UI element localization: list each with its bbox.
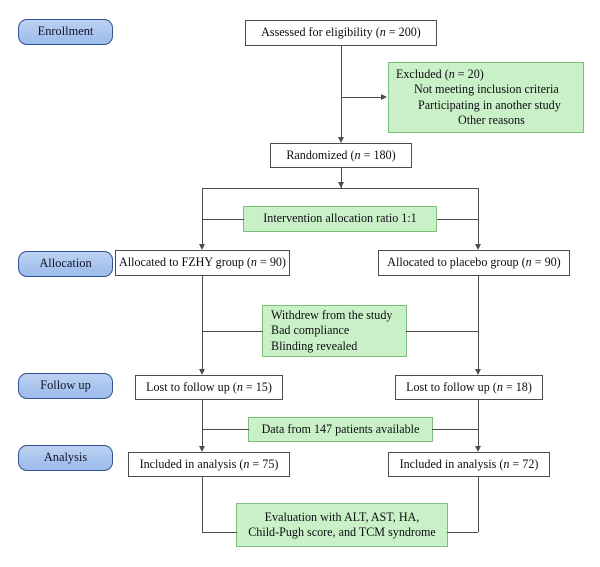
connector-ratio-stub-left <box>202 218 244 220</box>
allocated-fzhy-text: Allocated to FZHY group (n = 90) <box>119 255 286 270</box>
arrowhead-fzhy-to-lost <box>198 369 205 375</box>
connector-split-to-placebo <box>477 188 479 244</box>
connector-lost-to-analysis-placebo <box>477 400 479 446</box>
allocated-placebo-text: Allocated to placebo group (n = 90) <box>387 255 561 270</box>
italic-n: n <box>496 379 503 394</box>
italic-n: n <box>503 456 510 471</box>
node-randomized: Randomized (n = 180) <box>270 143 412 168</box>
node-data-available: Data from 147 patients available <box>248 417 433 442</box>
randomized-text: Randomized (n = 180) <box>286 147 396 162</box>
stage-label-follow-up: Follow up <box>18 373 113 399</box>
stage-label-allocation: Allocation <box>18 251 113 277</box>
data-available-text: Data from 147 patients available <box>261 421 420 436</box>
node-allocated-fzhy: Allocated to FZHY group (n = 90) <box>115 250 290 276</box>
connector-data-available-stub-right <box>432 428 478 430</box>
node-withdrawal-reasons: Withdrew from the study Bad compliance B… <box>262 305 407 357</box>
excluded-count: Excluded (n = 20) <box>396 66 484 81</box>
connector-allocation-split-bar <box>202 187 479 189</box>
stage-label-text: Allocation <box>39 256 92 271</box>
arrowhead-placebo-to-lost <box>474 369 481 375</box>
arrowhead-lost-to-analysis-fzhy <box>198 446 205 452</box>
arrowhead-to-placebo <box>474 244 481 250</box>
lost-left-text: Lost to follow up (n = 15) <box>146 379 272 394</box>
lost-right-text: Lost to follow up (n = 18) <box>406 379 532 394</box>
italic-n: n <box>354 147 361 162</box>
connector-analysis-placebo-to-evaluation <box>447 531 478 533</box>
connector-placebo-to-lost <box>477 276 479 369</box>
italic-n: n <box>379 25 386 40</box>
stage-label-analysis: Analysis <box>18 445 113 471</box>
arrowhead-to-excluded <box>381 93 387 100</box>
italic-n: n <box>243 456 250 471</box>
italic-n: n <box>236 379 243 394</box>
excluded-reason-1: Not meeting inclusion criteria <box>414 82 559 97</box>
stage-label-enrollment: Enrollment <box>18 19 113 45</box>
arrowhead-to-randomized <box>337 137 344 143</box>
connector-analysis-placebo-down <box>477 477 479 532</box>
connector-data-available-stub-left <box>202 428 249 430</box>
connector-split-to-fzhy <box>201 188 203 244</box>
evaluation-line-1: Evaluation with ALT, AST, HA, <box>264 509 420 524</box>
node-lost-to-follow-up-placebo: Lost to follow up (n = 18) <box>395 375 543 400</box>
stage-label-text: Follow up <box>40 378 91 393</box>
withdrawal-reason-3: Blinding revealed <box>271 338 358 353</box>
assessed-text: Assessed for eligibility (n = 200) <box>261 25 421 40</box>
arrowhead-lost-to-analysis-placebo <box>474 446 481 452</box>
node-included-in-analysis-fzhy: Included in analysis (n = 75) <box>128 452 290 477</box>
arrowhead-randomized-down <box>337 182 344 188</box>
arrowhead-to-fzhy <box>198 244 205 250</box>
connector-analysis-fzhy-to-evaluation <box>202 531 237 533</box>
node-lost-to-follow-up-fzhy: Lost to follow up (n = 15) <box>135 375 283 400</box>
connector-withdrawal-stub-left <box>202 330 263 332</box>
node-allocated-placebo: Allocated to placebo group (n = 90) <box>378 250 570 276</box>
stage-label-text: Enrollment <box>37 24 94 39</box>
excluded-reason-2: Participating in another study <box>418 97 561 112</box>
connector-withdrawal-stub-right <box>406 330 478 332</box>
analysis-left-text: Included in analysis (n = 75) <box>139 456 279 471</box>
withdrawal-reason-2: Bad compliance <box>271 323 350 338</box>
allocation-ratio-text: Intervention allocation ratio 1:1 <box>263 211 417 226</box>
excluded-reason-3: Other reasons <box>458 112 525 127</box>
node-assessed-for-eligibility: Assessed for eligibility (n = 200) <box>245 20 437 46</box>
connector-ratio-stub-right <box>437 218 478 220</box>
node-allocation-ratio: Intervention allocation ratio 1:1 <box>243 206 437 232</box>
connector-randomized-down <box>340 168 342 188</box>
connector-fzhy-to-lost <box>201 276 203 369</box>
connector-lost-to-analysis-fzhy <box>201 400 203 446</box>
italic-n: n <box>250 255 257 270</box>
node-included-in-analysis-placebo: Included in analysis (n = 72) <box>388 452 550 477</box>
node-excluded: Excluded (n = 20) Not meeting inclusion … <box>388 62 584 133</box>
connector-assessed-to-randomized <box>340 46 342 137</box>
italic-n: n <box>525 255 532 270</box>
connector-trunk-to-excluded <box>341 96 381 98</box>
withdrawal-reason-1: Withdrew from the study <box>271 307 393 322</box>
evaluation-line-2: Child-Pugh score, and TCM syndrome <box>248 525 436 539</box>
connector-analysis-fzhy-down <box>201 477 203 532</box>
analysis-right-text: Included in analysis (n = 72) <box>399 456 539 471</box>
node-evaluation: Evaluation with ALT, AST, HA, Child-Pugh… <box>236 503 448 547</box>
italic-n: n <box>448 66 455 81</box>
stage-label-text: Analysis <box>43 450 88 465</box>
